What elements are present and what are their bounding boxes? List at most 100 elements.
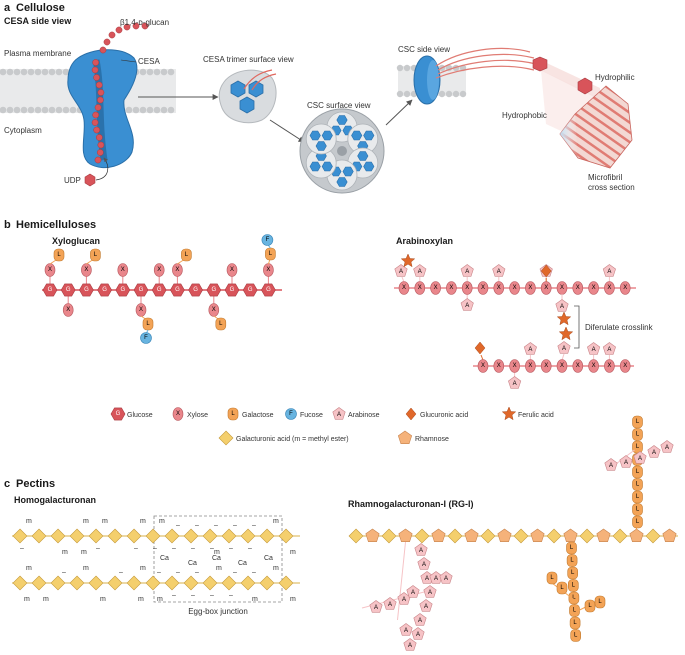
xylose-letter: X <box>497 363 501 369</box>
xylose-residue <box>525 359 536 373</box>
glucose-letter: G <box>116 411 121 417</box>
lipid-head <box>34 68 42 76</box>
carboxyl-charge-label: – <box>176 569 180 576</box>
glycosidic-bond <box>401 276 405 283</box>
xylose-residue <box>509 281 520 295</box>
fucose-letter: F <box>144 335 148 341</box>
carboxyl-charge-label: – <box>195 569 199 576</box>
cesa-subunit <box>309 161 321 172</box>
galactose-letter: L <box>636 469 640 475</box>
calcium-ion-label: Ca <box>264 555 273 562</box>
arabinose-letter: A <box>665 445 669 451</box>
csc-side-view <box>396 47 537 105</box>
panel-c-title: Pectins <box>16 478 55 490</box>
galactose-letter: L <box>636 494 640 500</box>
carboxyl-charge-label: – <box>214 522 218 529</box>
arabinose-letter: A <box>607 269 611 275</box>
ferulic-acid-residue <box>556 311 572 326</box>
galacturonic-acid-residue <box>447 528 463 544</box>
rhamnose-residue <box>464 528 479 543</box>
galacturonic-acid-residue <box>579 528 595 544</box>
rhamnose-residue <box>365 528 380 543</box>
methyl-ester-label: m <box>252 596 258 603</box>
galacturonic-acid-residue <box>278 575 294 591</box>
xylose-letter: X <box>212 307 216 313</box>
panel-a-title: Cellulose <box>16 2 65 14</box>
xyloglucan-label: Xyloglucan <box>52 236 100 246</box>
calcium-ion-label: Ca <box>188 560 197 567</box>
udp-glucose-icon <box>84 173 96 187</box>
galactose-residue <box>632 428 643 441</box>
methyl-ester-label: m <box>140 518 146 525</box>
xylose-letter: X <box>513 363 517 369</box>
glucose-letter: G <box>84 287 89 293</box>
calcium-ion-label: Ca <box>212 555 221 562</box>
xylose-residue <box>525 281 536 295</box>
glucose-bead <box>95 134 103 141</box>
galactose-letter: L <box>269 251 273 257</box>
glucose-residue <box>242 283 258 297</box>
glucose-bead <box>103 38 111 46</box>
carboxyl-charge-label: – <box>252 522 256 529</box>
galacturonic-acid-residue <box>513 528 529 544</box>
xylose-letter: X <box>176 411 180 417</box>
glucose-residue <box>60 283 76 297</box>
csc-surface-view-label: CSC surface view <box>307 101 371 110</box>
glycosidic-bond <box>397 541 406 621</box>
galacturonic-acid-residue <box>50 528 66 544</box>
arabinose-letter: A <box>419 548 423 554</box>
galacturonic-acid-residue <box>612 528 628 544</box>
xylose-residue <box>540 281 552 295</box>
ferulic-acid-residue <box>400 253 416 268</box>
arabinose-residue <box>555 299 569 312</box>
galactose-residue <box>594 595 606 609</box>
xylose-residue <box>430 281 441 295</box>
galactose-residue <box>227 407 239 421</box>
xylose-letter: X <box>513 285 517 291</box>
arabinose-residue <box>383 597 397 610</box>
arabinose-residue <box>369 600 383 613</box>
arabinose-letter: A <box>609 463 613 469</box>
xylose-residue <box>556 359 568 373</box>
galactose-letter: L <box>574 633 578 639</box>
carboxyl-charge-label: – <box>229 592 233 599</box>
carboxyl-charge-label: – <box>229 545 233 552</box>
galacturonic-acid-residue <box>259 575 275 591</box>
glucose-bead <box>141 22 149 30</box>
arabinose-letter: A <box>528 347 532 353</box>
galactose-residue <box>632 478 643 491</box>
xylose-letter: X <box>576 363 580 369</box>
arabinose-residue <box>411 627 425 640</box>
glucose-letter: G <box>157 287 162 293</box>
rhamnose-residue <box>596 528 611 543</box>
arabinose-letter: A <box>592 347 596 353</box>
arabinose-residue <box>423 585 437 598</box>
udp-arrow <box>95 157 109 181</box>
arabinose-letter: A <box>444 576 448 582</box>
glucose-residue <box>188 283 203 297</box>
lipid-head <box>459 90 467 98</box>
galacturonic-acid-residue <box>183 528 199 544</box>
galactose-letter: L <box>636 444 640 450</box>
xylose-letter: X <box>266 267 270 273</box>
panel-c-pectins: c Pectins Homogalacturonan Rhamnogalactu… <box>4 415 678 651</box>
arabinose-residue <box>439 571 453 584</box>
legend-label-rhamnose: Rhamnose <box>415 436 449 443</box>
rhamnose-residue <box>397 430 413 445</box>
arrow-to-csc-surface <box>269 119 305 143</box>
xylose-residue <box>446 281 457 295</box>
arabinoxylan-structure: AAAAAAAXXXXXXXXXXXXXXXAAAAAAXXXXXXXXXX <box>394 253 636 389</box>
xylose-residue <box>588 359 599 373</box>
arabinose-letter: A <box>416 632 420 638</box>
glucose-letter: G <box>139 287 144 293</box>
glucose-bead <box>97 89 105 96</box>
cesa-subunit <box>315 141 327 151</box>
glucose-bead <box>97 141 105 149</box>
arabinose-residue <box>419 599 433 612</box>
lipid-head <box>48 106 56 114</box>
arabinose-residue <box>604 458 618 471</box>
methyl-ester-label: m <box>24 596 30 603</box>
legend-label-arabinose: Arabinose <box>348 412 380 419</box>
xylose-letter: X <box>449 285 453 291</box>
